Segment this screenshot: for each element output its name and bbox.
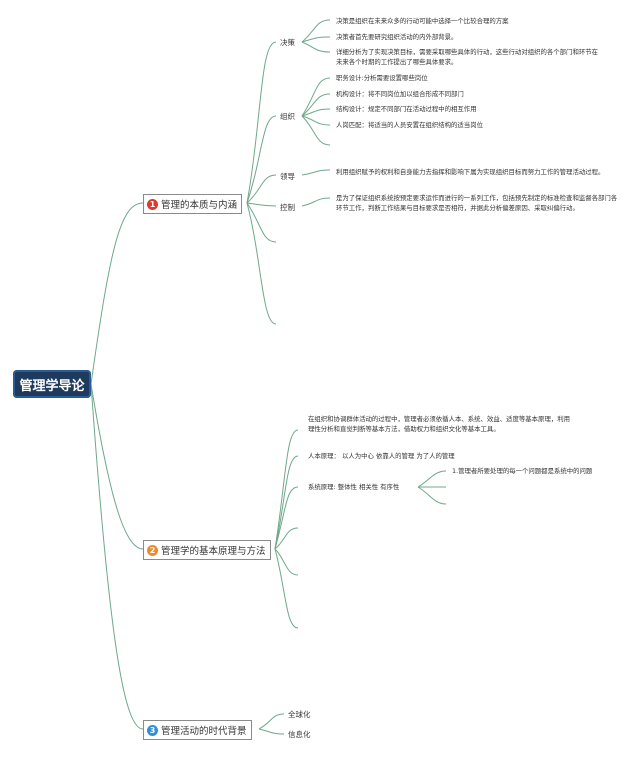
branch-3-label: 管理活动的时代背景 (161, 726, 247, 737)
link-organize-4 (301, 115, 331, 126)
human-principle[interactable]: 人本原理： 以人为中心 依靠人的管理 为了人的管理 (308, 452, 455, 460)
link-organize-5 (301, 115, 331, 146)
link-b2-human (274, 455, 299, 550)
link-organize-1 (301, 77, 331, 117)
branch-3-node[interactable]: 3 管理活动的时代背景 (143, 720, 252, 740)
link-decision-1 (301, 19, 331, 43)
link-b1-control (246, 202, 277, 207)
number-2-badge: 2 (147, 544, 158, 556)
system-principle[interactable]: 系统原理: 整体性 相关性 有序性 (308, 483, 400, 491)
link-system-note (417, 470, 447, 488)
link-b1-empty2 (246, 202, 277, 325)
link-root-b3 (90, 383, 144, 730)
branch-2-node[interactable]: 2 管理学的基本原理与方法 (143, 540, 271, 560)
decision-item-1[interactable]: 决策是组织在未来众多的行动可能中选择一个比较合理的方案 (336, 17, 509, 25)
control-text[interactable]: 是为了保证组织系统按预定要求运作而进行的一系列工作，包括预先制定的标准检查和监督… (336, 194, 618, 212)
link-b1-organize (246, 115, 277, 204)
link-decision-2 (301, 36, 331, 43)
decision-item-2[interactable]: 决策者首先要研究组织活动的内外部背景。 (336, 33, 458, 41)
lead-label[interactable]: 领导 (280, 172, 295, 181)
root-title: 管理学导论 (19, 378, 85, 394)
link-b1-lead (246, 174, 277, 204)
link-b2-empty3 (274, 548, 299, 629)
organize-item-4[interactable]: 人岗匹配：将适当的人员安置在组织结构的适当岗位 (336, 121, 483, 129)
link-b2-system (274, 486, 299, 550)
link-root-b1 (90, 202, 144, 385)
link-root-b2 (90, 383, 144, 550)
era-item-informatization[interactable]: 信息化 (288, 730, 311, 739)
number-1-badge: 1 (147, 198, 158, 210)
branch-2-label: 管理学的基本原理与方法 (161, 546, 266, 557)
organize-label[interactable]: 组织 (280, 112, 295, 121)
system-note[interactable]: 1.管理者所要处理的每一个问题都是系统中的问题 (452, 467, 593, 475)
link-b2-empty2 (274, 548, 299, 576)
link-b2-intro (274, 429, 299, 550)
root-node[interactable]: 管理学导论 (13, 370, 91, 398)
era-item-globalization[interactable]: 全球化 (288, 710, 311, 719)
number-3-badge: 3 (147, 724, 158, 736)
branch-1-node[interactable]: 1 管理的本质与内涵 (143, 194, 243, 214)
decision-label[interactable]: 决策 (280, 38, 295, 47)
lead-text[interactable]: 利用组织赋予的权利和自身能力去指挥和影响下属为实现组织目标而努力工作的管理活动过… (336, 168, 605, 176)
organize-item-2[interactable]: 机构设计：将不同岗位加以组合形成不同部门 (336, 90, 464, 98)
principles-intro[interactable]: 在组织和协调群体活动的过程中，管理者必须依循人本、系统、效益、适度等基本原理，利… (308, 415, 571, 433)
link-lead-1 (301, 169, 331, 176)
link-b1-empty1 (246, 202, 277, 243)
link-b2-empty1 (274, 527, 299, 550)
link-organize-2 (301, 93, 331, 117)
organize-item-1[interactable]: 职务设计:分析需要设置哪些岗位 (336, 74, 428, 82)
link-decision-3 (301, 41, 331, 53)
link-system-empty2 (417, 486, 447, 505)
link-b3-2 (258, 728, 285, 735)
link-b3-1 (258, 713, 285, 730)
organize-item-3[interactable]: 结构设计：规定不同部门在活动过程中的相互作用 (336, 105, 477, 113)
link-control-1 (301, 197, 331, 207)
link-organize-3 (301, 108, 331, 117)
link-b1-decision (246, 41, 277, 204)
branch-1-label: 管理的本质与内涵 (161, 200, 238, 211)
control-label[interactable]: 控制 (280, 203, 295, 212)
decision-item-3[interactable]: 详细分析为了实现决策目标，需要采取哪些具体的行动，这些行动对组织的各个部门和环节… (336, 48, 599, 66)
